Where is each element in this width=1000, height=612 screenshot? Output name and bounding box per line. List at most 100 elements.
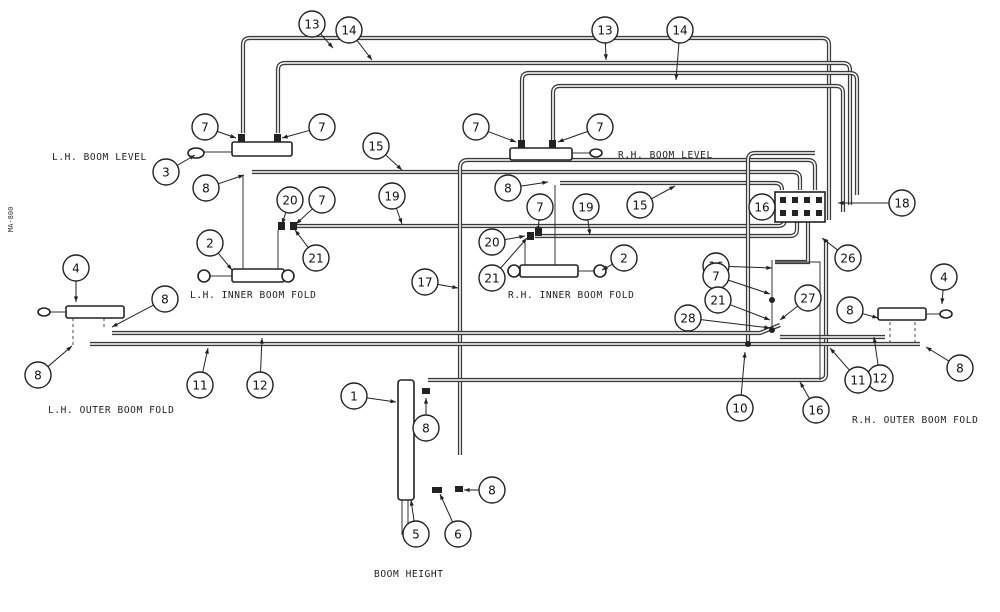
callout-26: 26 [821, 237, 862, 272]
callout-leader [740, 351, 746, 396]
callout-circle [362, 132, 390, 160]
callout-circle [246, 371, 274, 399]
callout-21: 21 [704, 286, 771, 321]
callout-number: 12 [252, 379, 267, 393]
lh-inner-boom-fold-cylinder [197, 268, 295, 283]
callout-number: 27 [800, 292, 815, 306]
callout-number: 16 [808, 404, 823, 418]
callout-circle [411, 268, 439, 296]
callout-arrowhead [282, 134, 288, 139]
lh-outer-boom-fold-cylinder [37, 305, 125, 319]
callout-arrowhead [112, 322, 118, 327]
rh-boom-level-cylinder [509, 140, 603, 161]
callout-arrowhead [259, 338, 264, 344]
callout-number: 21 [308, 252, 323, 266]
callout-11: 11 [186, 347, 214, 399]
callout-circle [726, 394, 754, 422]
callout-circle [930, 263, 958, 291]
lh-boom-level-label: L.H. BOOM LEVEL [52, 152, 147, 163]
callout-leader [728, 265, 773, 269]
callout-arrowhead [295, 230, 301, 236]
callout-number: 15 [632, 199, 647, 213]
lh-inner-boom-fold-label: L.H. INNER BOOM FOLD [190, 290, 316, 301]
callout-number: 8 [202, 182, 210, 196]
callout-arrowhead [822, 238, 828, 244]
callout-arrowhead [669, 186, 675, 191]
callout-number: 5 [412, 528, 420, 542]
callout-number: 19 [578, 201, 593, 215]
callout-1: 1 [340, 382, 397, 410]
callout-circle [494, 174, 522, 202]
callout-arrowhead [440, 494, 445, 500]
callout-arrowhead [204, 348, 209, 354]
callout-arrowhead [764, 290, 770, 295]
callout-circle [444, 520, 472, 548]
callout-arrowhead [872, 314, 878, 319]
callout-number: 8 [956, 362, 964, 376]
callout-arrowhead [764, 316, 770, 320]
callout-circle [308, 113, 336, 141]
callout-8: 8 [24, 345, 73, 389]
callout-15: 15 [362, 132, 403, 171]
callout-arrowhead [780, 314, 786, 320]
callout-14: 14 [666, 16, 694, 81]
callout-number: 8 [846, 304, 854, 318]
callout-circle [191, 113, 219, 141]
callout-19: 19 [378, 182, 406, 225]
callout-arrowhead [230, 134, 236, 139]
callout-number: 6 [454, 528, 462, 542]
callout-number: 1 [350, 390, 358, 404]
callout-arrowhead [66, 346, 72, 352]
callout-arrowhead [521, 238, 527, 244]
callout-arrowhead [602, 265, 608, 270]
callout-circle [834, 244, 862, 272]
callout-8: 8 [836, 296, 879, 324]
callout-27: 27 [779, 284, 822, 321]
rh-outer-boom-fold-cylinder [877, 307, 953, 321]
callout-3: 3 [152, 154, 196, 186]
callout-number: 21 [710, 294, 725, 308]
callout-number: 16 [754, 201, 769, 215]
callout-16: 16 [748, 193, 777, 221]
callout-number: 7 [472, 121, 480, 135]
callout-number: 8 [504, 182, 512, 196]
callout-5: 5 [402, 499, 430, 548]
callout-number: 3 [162, 166, 170, 180]
callout-circle [298, 10, 326, 38]
callout-arrowhead [542, 180, 548, 185]
callout-circle [802, 396, 830, 424]
callout-arrowhead [423, 398, 429, 404]
callout-number: 7 [712, 270, 720, 284]
callout-7: 7 [281, 113, 336, 141]
callout-15: 15 [626, 185, 676, 219]
callout-arrowhead [390, 399, 396, 404]
callout-number: 10 [732, 402, 747, 416]
lh-boom-level-cylinder [187, 134, 293, 159]
fittings [278, 222, 775, 347]
callout-21: 21 [294, 229, 330, 272]
callout-arrowhead [558, 138, 564, 143]
callout-circle [526, 193, 554, 221]
callout-number: 7 [201, 121, 209, 135]
callout-circle [478, 264, 506, 292]
callout-number: 8 [34, 369, 42, 383]
callout-number: 12 [872, 372, 887, 386]
callout-arrowhead [674, 74, 679, 80]
callout-20: 20 [276, 186, 304, 225]
callout-arrowhead [296, 218, 302, 224]
callout-arrowhead [510, 138, 516, 142]
rh-outer-boom-fold-label: R.H. OUTER BOOM FOLD [852, 415, 978, 426]
callout-8: 8 [494, 174, 549, 202]
callout-8: 8 [464, 476, 506, 504]
rh-inner-boom-fold-cylinder [507, 264, 607, 278]
callout-leader [729, 304, 771, 321]
callout-8: 8 [412, 398, 440, 442]
callout-circle [196, 229, 224, 257]
callout-circle [478, 476, 506, 504]
callout-circle [610, 244, 638, 272]
callout-circle [666, 16, 694, 44]
callout-circle [844, 366, 872, 394]
callout-4: 4 [930, 263, 958, 305]
callout-circle [591, 16, 619, 44]
